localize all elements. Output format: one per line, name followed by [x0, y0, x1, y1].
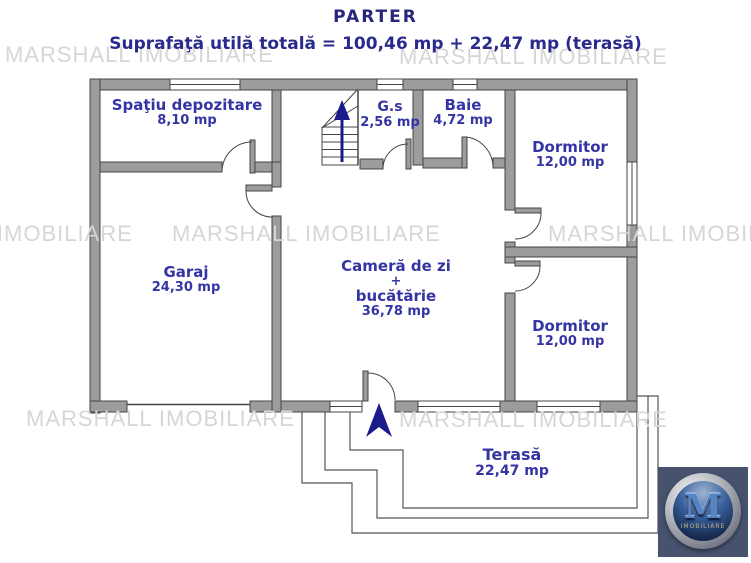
- room-name: Cameră de zi: [341, 257, 451, 275]
- room-area: 4,72 mp: [433, 112, 493, 128]
- room-name: G.s: [377, 99, 403, 115]
- page-title: PARTER: [333, 7, 418, 27]
- watermark: MARSHALL IMOBILIARE: [26, 406, 295, 431]
- room-label-garaj: Garaj 24,30 mp: [152, 264, 221, 295]
- watermark: MARSHALL IMOBILIARE: [0, 221, 133, 246]
- room-name-2: bucătărie: [355, 286, 437, 305]
- north-arrow-icon: [366, 403, 392, 437]
- watermark: MARSHALL IMOBILIARE: [399, 407, 668, 432]
- doors: [221, 136, 542, 402]
- room-label-gs: G.s 2,56 mp: [360, 99, 420, 130]
- watermark: MARSHALL IMOBILIARE: [172, 221, 441, 246]
- room-label-dormitor-2: Dormitor 12,00 mp: [532, 318, 608, 349]
- room-name: Terasă: [482, 445, 542, 464]
- room-name: Dormitor: [532, 317, 608, 335]
- logo-ring: M IMOBILIARE: [665, 473, 741, 549]
- room-label-spatiu-depozitare: Spaţiu depozitare 8,10 mp: [112, 97, 263, 128]
- room-label-baie: Baie 4,72 mp: [433, 97, 492, 128]
- room-area: 24,30 mp: [151, 279, 221, 295]
- room-name: Dormitor: [532, 138, 608, 156]
- agency-logo: M IMOBILIARE: [658, 467, 748, 557]
- watermark: MARSHALL IMOBILIARE: [5, 42, 274, 67]
- terrace-outline: [301, 395, 659, 534]
- room-area: 2,56 mp: [360, 114, 420, 130]
- logo-letter: M: [684, 486, 722, 527]
- staircase: [321, 89, 359, 166]
- stairs-up-arrow-icon: [334, 100, 350, 162]
- windows: [169, 78, 638, 413]
- total-area-subtitle: Suprafaţă utilă totală = 100,46 mp + 22,…: [109, 34, 642, 54]
- room-area: 36,78 mp: [361, 303, 431, 319]
- room-area: 12,00 mp: [535, 154, 605, 170]
- room-name: Baie: [444, 96, 482, 114]
- room-name: Garaj: [163, 263, 209, 281]
- room-name-plus: +: [390, 273, 402, 289]
- room-label-dormitor-1: Dormitor 12,00 mp: [532, 139, 608, 170]
- room-area: 22,47 mp: [475, 462, 549, 479]
- room-label-camera-de-zi: Cameră de zi + bucătărie 36,78 mp: [341, 258, 451, 319]
- watermark: MARSHALL IMOBILIARE: [399, 44, 668, 69]
- watermark: MARSHALL IMOBILIARE: [548, 221, 751, 246]
- room-area: 8,10 mp: [157, 112, 217, 128]
- logo-sphere: M IMOBILIARE: [673, 481, 733, 541]
- logo-caption: IMOBILIARE: [680, 523, 726, 531]
- room-area: 12,00 mp: [535, 333, 605, 349]
- room-name: Spaţiu depozitare: [111, 96, 263, 114]
- room-label-terasa: Terasă 22,47 mp: [475, 446, 549, 480]
